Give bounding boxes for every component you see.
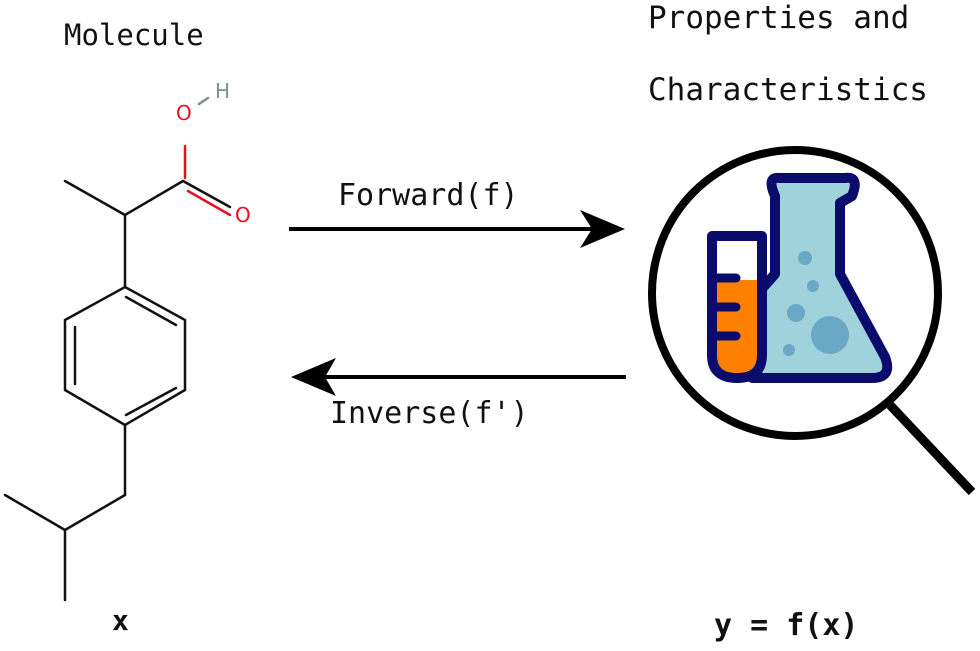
forward-label: Forward(f): [338, 178, 519, 213]
bond: [3, 493, 67, 532]
ring-double-bond: [124, 386, 178, 417]
atom-hydrogen: H: [215, 79, 230, 103]
atom-oxygen-carbonyl: O: [235, 203, 251, 227]
ring-double-bond: [124, 295, 178, 327]
x-variable-label: x: [112, 604, 129, 637]
molecule-structure: [3, 96, 232, 602]
bond-co: [181, 179, 232, 209]
molecule-title: Molecule: [64, 18, 204, 52]
forward-arrow: [289, 210, 625, 248]
bond-co-double: [186, 189, 232, 217]
test-tube-icon: [707, 231, 767, 383]
bond: [63, 179, 127, 217]
bond: [123, 179, 185, 217]
inverse-arrow: [291, 358, 626, 396]
inverse-label: Inverse(f'): [330, 396, 529, 431]
bond: [63, 493, 127, 532]
benzene-ring: [63, 285, 187, 427]
y-equals-f-of-x-label: y = f(x): [714, 608, 859, 643]
atom-oxygen-hydroxyl: O: [176, 101, 192, 125]
bond-oh-h: [197, 96, 210, 106]
properties-title-line2: Characteristics: [648, 72, 928, 108]
lab-flask-icon: [747, 172, 893, 383]
properties-title-line1: Properties and: [648, 0, 910, 36]
